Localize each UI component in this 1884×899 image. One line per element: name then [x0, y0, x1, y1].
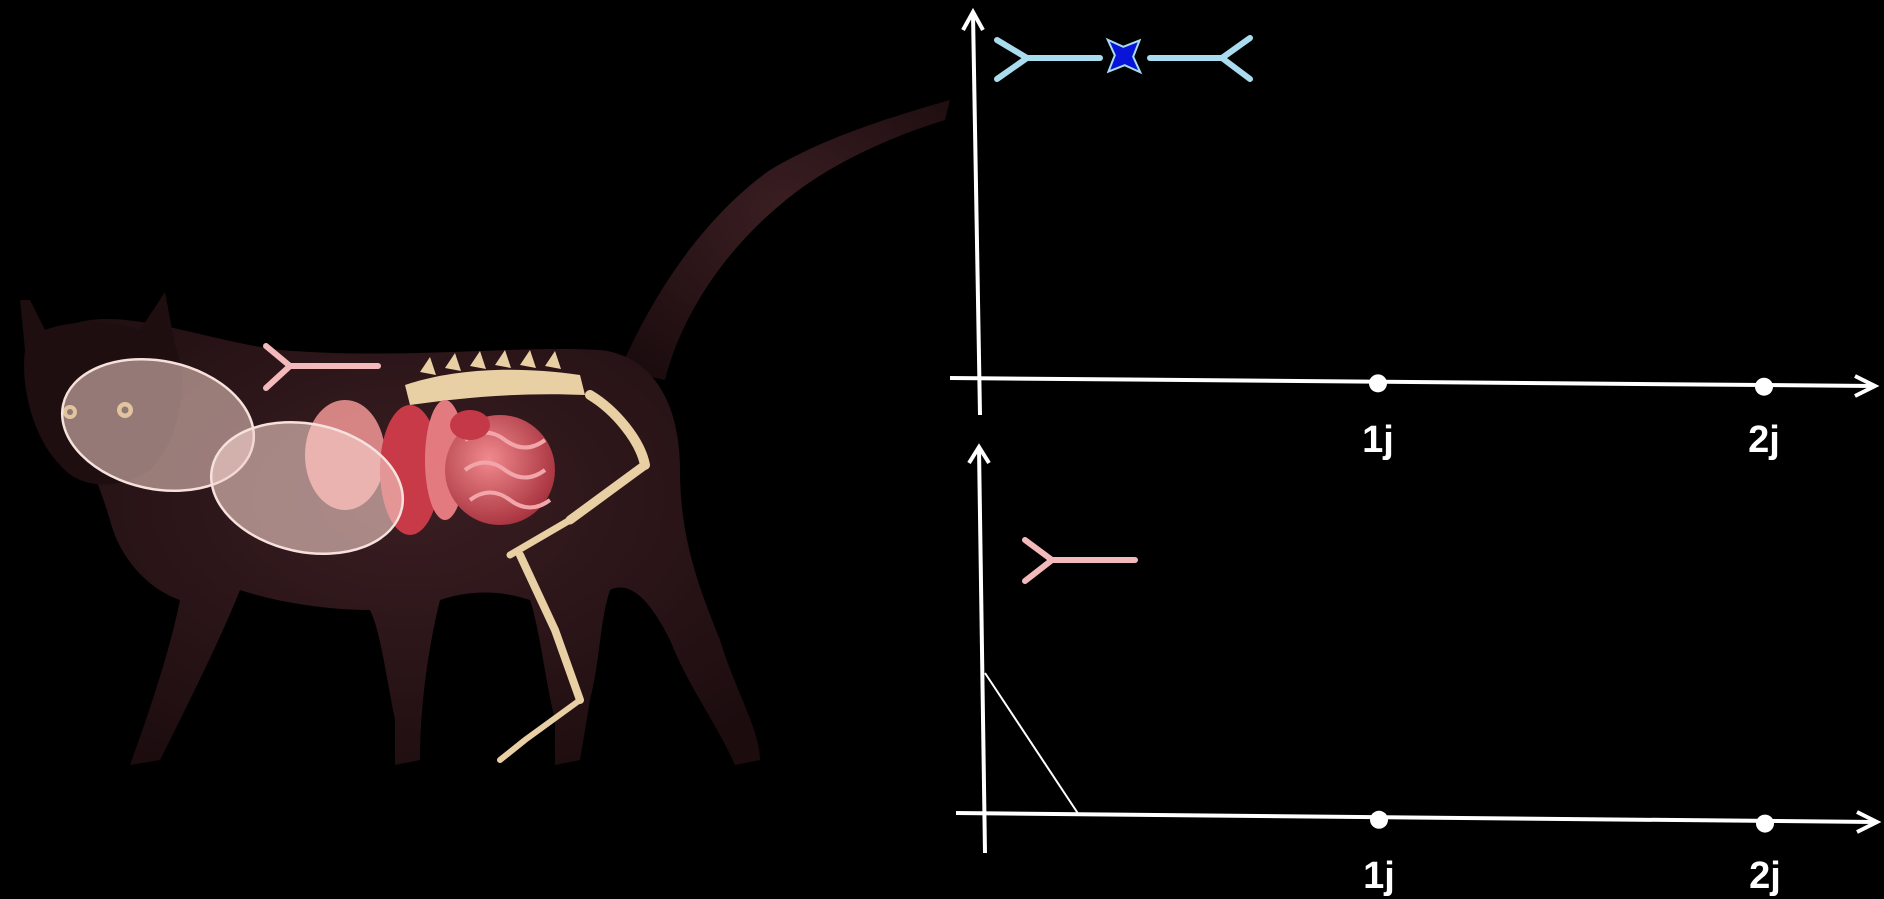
bottom-y-axis	[977, 447, 987, 854]
cat-illustration	[20, 100, 950, 765]
bottom-x-axis	[955, 811, 1876, 824]
top-tick-label: 2j	[1748, 419, 1780, 461]
top-ticks: 1j 2j	[1362, 374, 1780, 461]
bottom-tick-label: 2j	[1749, 855, 1781, 897]
cat-hindleg-bones	[497, 390, 650, 763]
top-tick-dot	[1369, 374, 1387, 393]
antibody-icon	[1147, 35, 1253, 82]
highlight-ellipse-chest	[209, 420, 405, 556]
top-x-axis	[949, 376, 1874, 388]
top-tick-dot	[1755, 377, 1773, 396]
bottom-tick-dot	[1756, 814, 1774, 833]
cat-tail	[620, 100, 950, 380]
bottom-x-axis-arrowhead	[1856, 810, 1882, 834]
decay-curve	[984, 672, 1080, 816]
bottom-y-axis-arrowhead	[967, 443, 991, 465]
bottom-graph	[955, 443, 1882, 854]
antibody-icon	[1022, 537, 1138, 584]
bottom-tick-label: 1j	[1363, 855, 1395, 897]
top-graph	[949, 7, 1880, 416]
bottom-ticks: 1j 2j	[1363, 810, 1781, 897]
antigen-star-icon	[1105, 37, 1143, 75]
top-y-axis	[971, 13, 982, 416]
antibody-icon	[263, 343, 381, 391]
bottom-tick-dot	[1370, 810, 1388, 829]
cat-spine	[405, 350, 585, 405]
antibody-antigen-complex	[994, 35, 1253, 82]
antibody-icon	[994, 37, 1103, 82]
top-x-axis-arrowhead	[1854, 374, 1880, 398]
top-y-axis-arrowhead	[961, 7, 985, 31]
top-tick-label: 1j	[1362, 419, 1394, 461]
